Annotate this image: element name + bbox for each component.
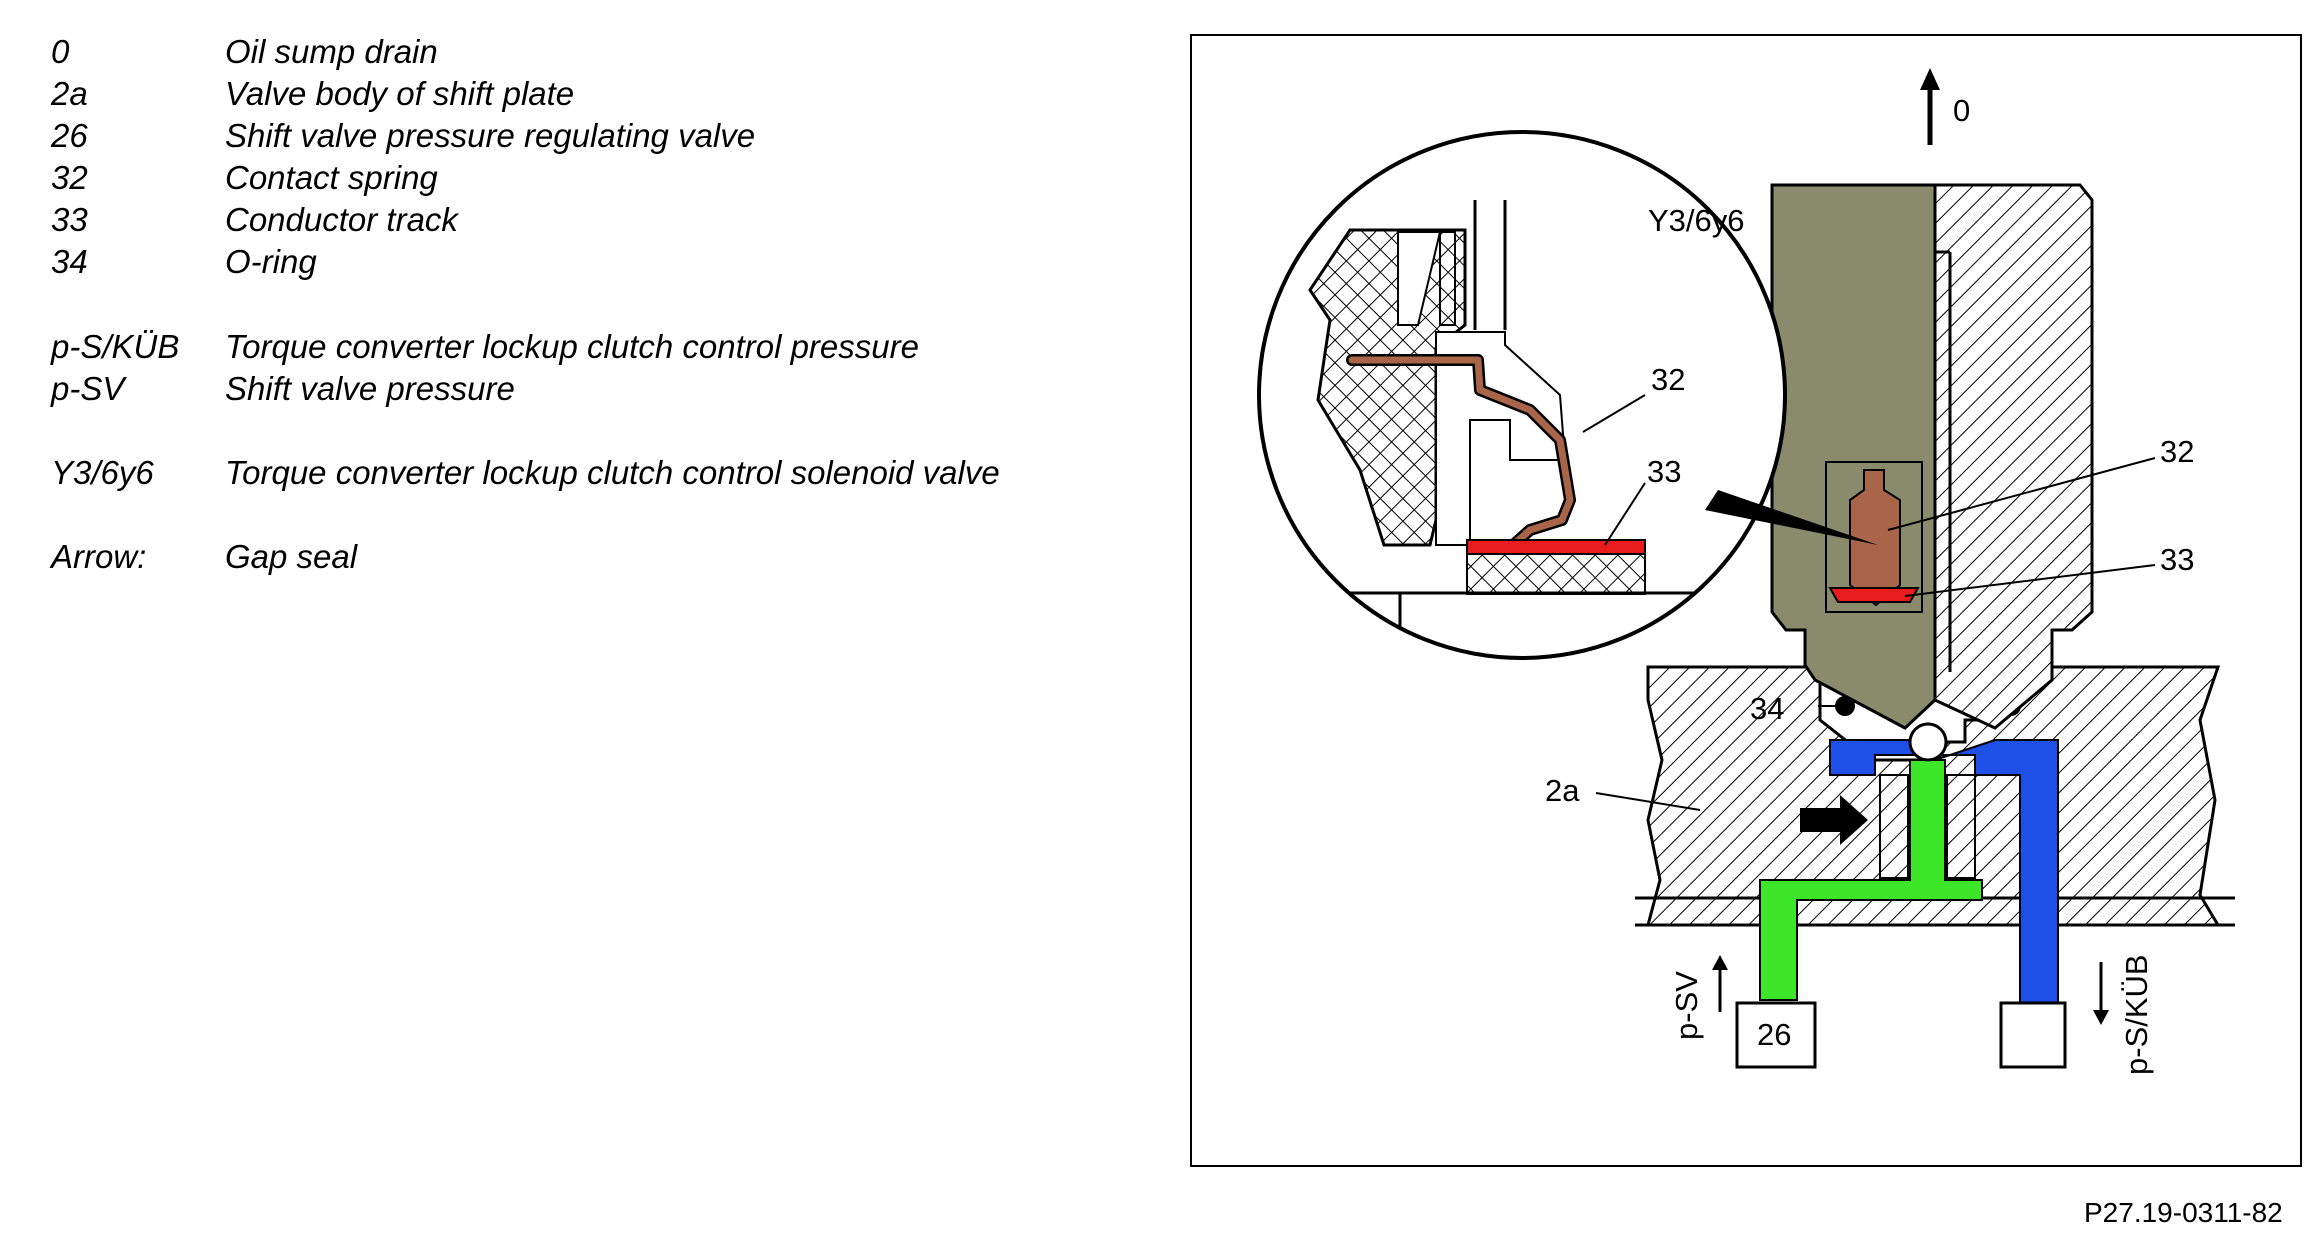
solenoid-valve (1770, 183, 2094, 730)
label-regulating-valve: 26 (1757, 1017, 1791, 1052)
sleeve-right (1946, 774, 1976, 879)
legend-description: Shift valve pressure regulating valve (225, 117, 756, 154)
legend-description: Contact spring (225, 159, 438, 196)
label-o-ring: 34 (1750, 691, 1784, 726)
sleeve-left (1879, 774, 1909, 879)
legend-code: 32 (51, 159, 88, 196)
outlet-box (1999, 1001, 2067, 1069)
legend-code: Arrow: (51, 538, 147, 575)
leader-lines (1582, 394, 2156, 811)
legend-code: Y3/6y6 (51, 454, 154, 491)
o-ring-left (1835, 696, 1855, 716)
control-pressure-channel (1829, 739, 2059, 1006)
ball-valve (1908, 722, 1948, 762)
label-spring: 32 (2160, 434, 2194, 469)
legend-description: Gap seal (225, 538, 358, 575)
legend-code: 2a (51, 75, 88, 112)
figure-frame (1190, 34, 2302, 1167)
legend-code: p-S/KÜB (51, 328, 180, 365)
figure-reference: P27.19-0311-82 (2084, 1197, 2283, 1228)
label-track: 33 (2160, 542, 2194, 577)
regulating-valve-box (1735, 1001, 1817, 1069)
label-oil-drain: 0 (1953, 93, 1970, 128)
legend-description: Shift valve pressure (225, 370, 515, 407)
legend-code: 33 (51, 201, 88, 238)
legend-code: p-SV (51, 370, 125, 407)
label-shift-pressure: p-SV (1669, 971, 1704, 1040)
legend-description: O-ring (225, 243, 317, 280)
legend-description: Torque converter lockup clutch control p… (225, 328, 919, 365)
legend-code: 0 (51, 33, 70, 70)
label-spring-detail: 32 (1651, 362, 1685, 397)
legend-code: 26 (51, 117, 88, 154)
shift-pressure-channel (1759, 759, 1983, 1001)
legend-code: 34 (51, 243, 88, 280)
detail-magnifier (1257, 130, 1878, 660)
legend-description: Valve body of shift plate (225, 75, 575, 112)
label-control-pressure: p-S/KÜB (2119, 954, 2154, 1075)
label-track-detail: 33 (1647, 454, 1681, 489)
gap-seal-arrow (1800, 795, 1868, 845)
label-valve-body: 2a (1545, 773, 1580, 808)
legend-description: Oil sump drain (225, 33, 438, 70)
legend-description: Conductor track (225, 201, 458, 238)
label-solenoid: Y3/6y6 (1648, 203, 1745, 238)
legend-description: Torque converter lockup clutch control s… (225, 454, 1000, 491)
